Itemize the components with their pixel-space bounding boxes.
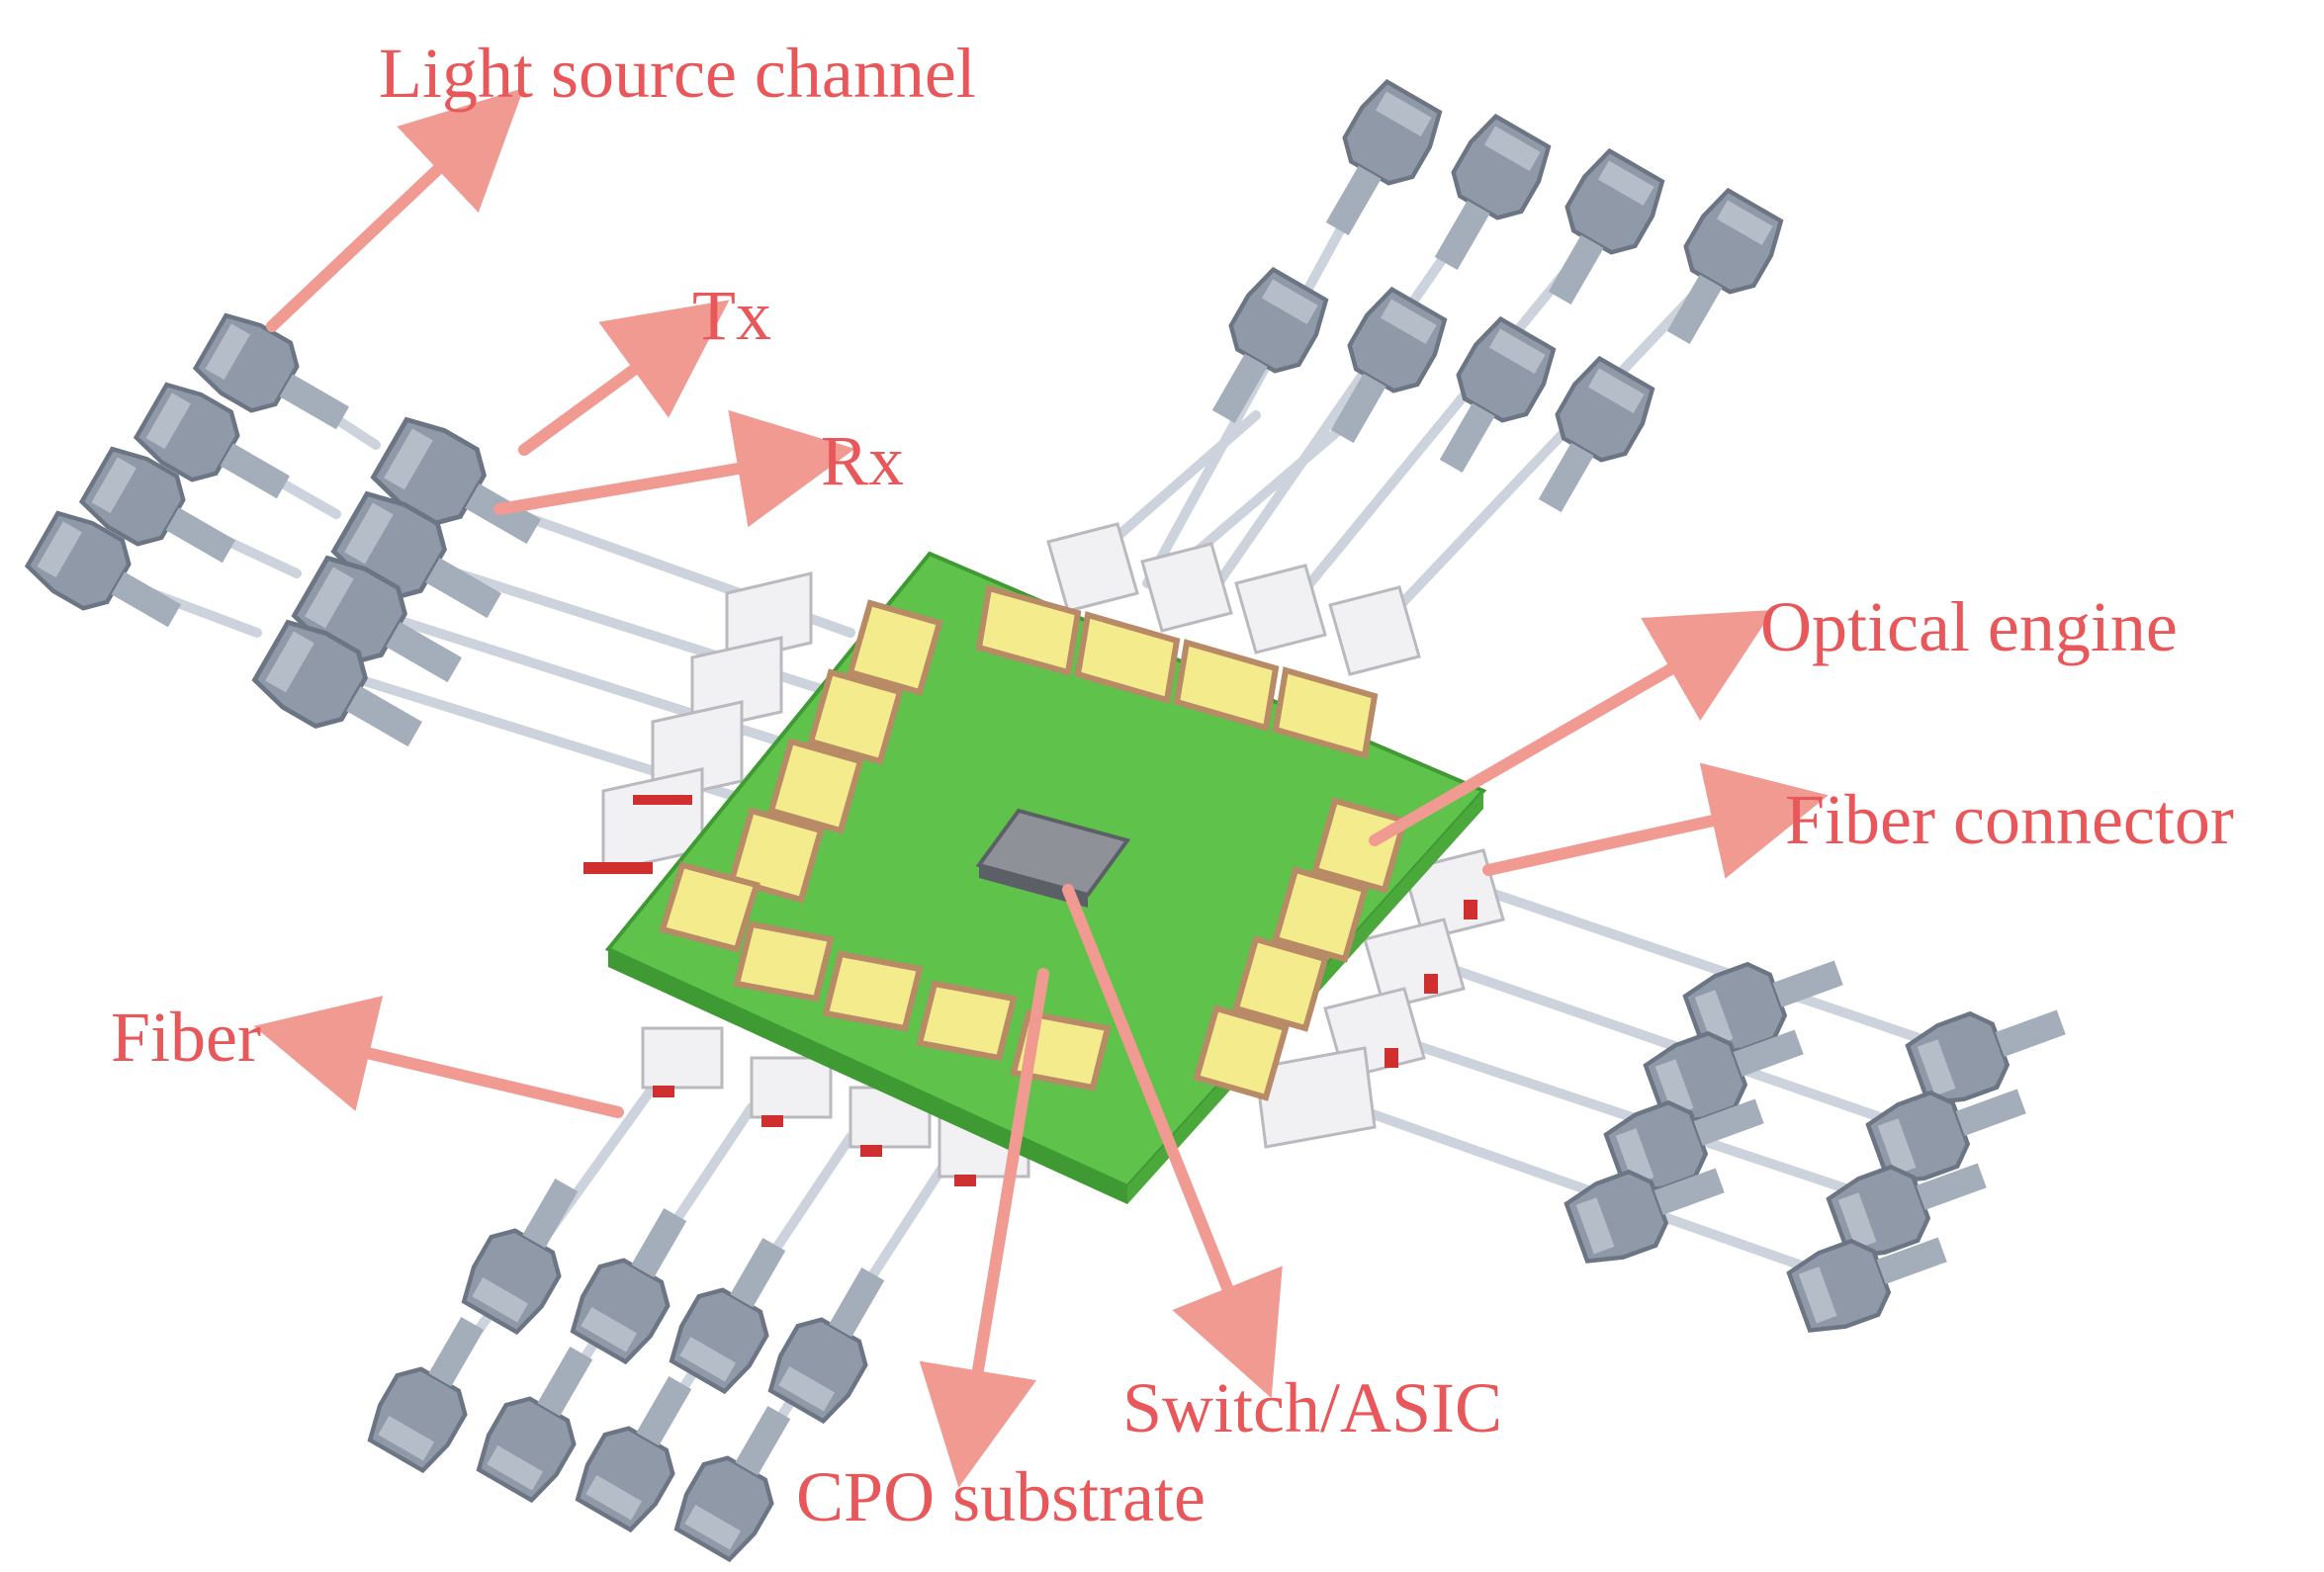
arrow-light-source-channel [266,88,524,332]
callout-arrows [253,88,1829,1488]
arrow-fiber-connector [1482,762,1829,879]
fiber-connectors-top [1046,522,1421,676]
arrow-switch-asic [1062,884,1283,1399]
label-fiber-connector: Fiber connector [1785,780,2234,859]
label-cpo-substrate: CPO substrate [796,1457,1206,1536]
arrow-rx [493,409,855,528]
fiber-bundle-right [1320,865,1953,1280]
label-fiber: Fiber [111,998,261,1077]
arrow-tx [518,300,730,456]
fiber-connectors-left [583,571,813,874]
label-rx: Rx [821,421,904,500]
optical-engines [659,584,1408,1101]
fiber-plugs-top [1190,77,1789,525]
arrow-optical-engine [1369,609,1774,846]
label-switch-asic: Switch/ASIC [1122,1368,1502,1447]
fiber-plugs-right [1564,936,2075,1339]
switch-asic-chip-side [979,865,1088,908]
label-optical-engine: Optical engine [1760,587,2178,666]
label-light-source-channel: Light source channel [379,34,976,113]
fiber-connectors-right [1254,848,1505,1149]
arrow-fiber [253,996,624,1118]
cpo-substrate-edge [608,949,1127,1204]
arrow-cpo-substrate [919,968,1049,1488]
fiber-plugs-left [23,308,555,772]
label-tx: Tx [692,276,771,355]
